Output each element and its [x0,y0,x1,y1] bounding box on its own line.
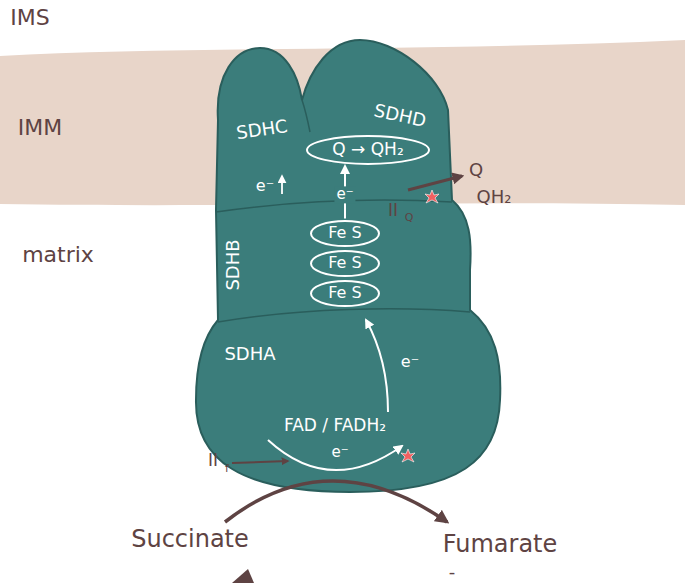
ellipse-shape [307,136,429,164]
ellipse-shape [311,251,379,276]
subunit-boundary [302,100,310,132]
electron-label: e⁻ [401,353,419,371]
node-text: Fe S [328,254,361,272]
region-label: IMM [18,115,62,140]
quinol-label: QH₂ [477,187,512,208]
node-text: Fe S [328,224,361,242]
arrow-fragment [232,569,254,583]
subunit-label: SDHB [223,239,244,290]
site-label: II [388,201,398,221]
product-label: Fumarate [443,531,558,559]
ellipse-shape [311,221,379,246]
ellipse-shape [311,281,379,306]
electron-label: e⁻ [331,444,348,461]
region-label: IMS [10,5,49,30]
electron-label: e⁻ [256,177,274,195]
inhibitor-arrow [232,461,288,463]
subunit-label: SDHA [224,344,275,365]
node-text: Fe S [328,284,361,302]
node-text: Q → QH₂ [332,140,403,160]
site-subscript: f [225,463,229,476]
cofactor-ellipse: Fe S [310,220,380,247]
cofactor-ellipse: Fe S [310,250,380,277]
electron-arrow [366,320,388,412]
site-label: II [208,451,218,471]
quinone-arrow [408,176,462,190]
cofactor-label: FAD / FADH₂ [284,416,386,436]
subunit-boundary [218,309,470,322]
edge-label: e⁻ [334,187,355,204]
quinone-label: Q [469,160,483,181]
charge-label: - [449,562,456,583]
electron-arrow [281,176,283,194]
electron-arrow [268,440,402,470]
cofactor-ellipse: Fe S [310,280,380,307]
substrate-label: Succinate [131,526,249,554]
reaction-arrow [225,481,447,522]
complex-ii-protein [196,40,500,492]
site-subscript: Q [405,212,414,225]
cofactor-ellipse: Q → QH₂ [306,135,430,165]
region-label: matrix [22,242,94,267]
site-star [401,190,439,462]
